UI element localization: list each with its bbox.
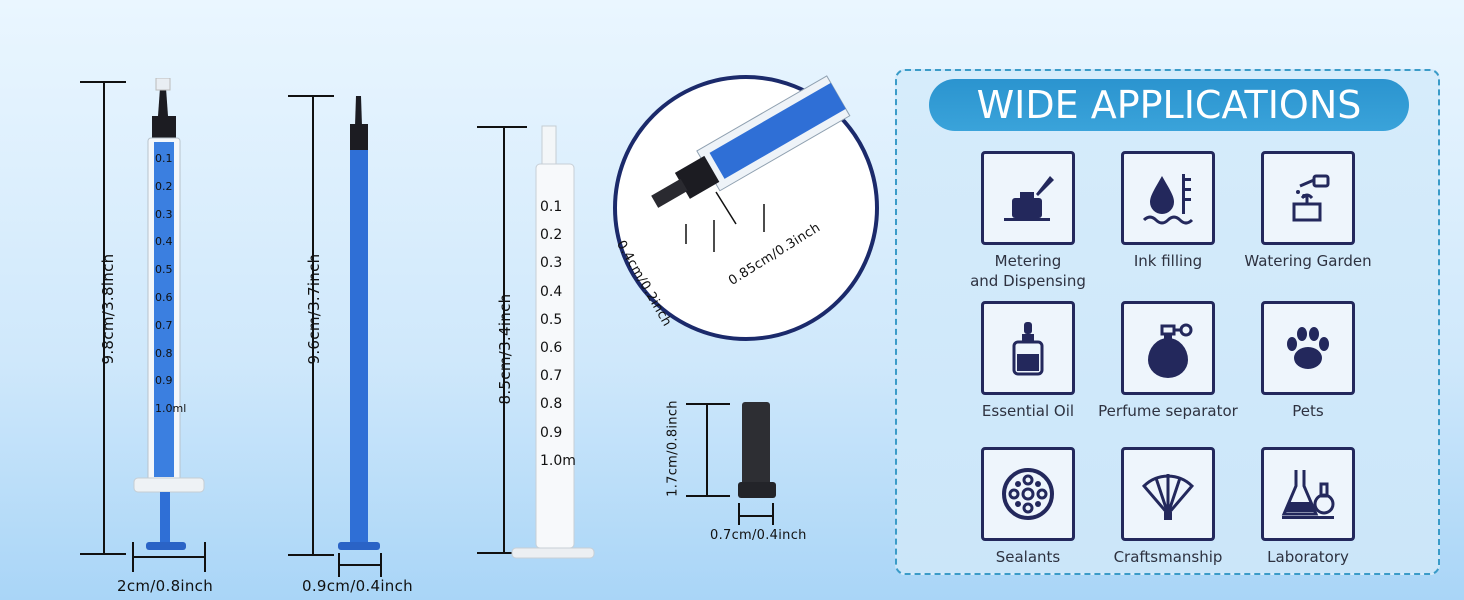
applications-panel: WIDE APPLICATIONS Metering and Dispensin… bbox=[895, 69, 1440, 575]
dimension-tick bbox=[80, 81, 126, 83]
syringe2-width-label: 0.9cm/0.4inch bbox=[302, 577, 413, 595]
ink-drop-icon bbox=[1121, 151, 1215, 245]
dimension-tick bbox=[772, 503, 774, 525]
syringe1-height-label: 9.8cm/3.8inch bbox=[99, 253, 117, 365]
syringe3-graphic bbox=[511, 125, 595, 559]
scale-mark: 0.2 bbox=[155, 179, 173, 193]
dimension-tick bbox=[477, 126, 527, 128]
dimension-tick bbox=[380, 553, 382, 577]
paw-icon bbox=[1261, 301, 1355, 395]
dimension-tick bbox=[686, 495, 730, 497]
tip-zoom-graphic bbox=[613, 75, 879, 341]
syringe3-scale: 0.1 0.2 0.3 0.4 0.5 0.6 0.7 0.8 0.9 1.0m bbox=[540, 193, 576, 475]
syringe1-scale: 0.1 0.2 0.3 0.4 0.5 0.6 0.7 0.8 0.9 1.0m… bbox=[155, 145, 186, 423]
dimension-tick bbox=[132, 542, 134, 572]
scale-mark: 0.6 bbox=[155, 290, 173, 304]
watering-can-icon bbox=[1261, 151, 1355, 245]
applications-title: WIDE APPLICATIONS bbox=[929, 79, 1409, 131]
dimension-line bbox=[103, 82, 105, 555]
ink-bottle-icon bbox=[981, 151, 1075, 245]
app-label: Essential Oil bbox=[981, 402, 1075, 420]
cap-graphic bbox=[738, 402, 776, 498]
dimension-line bbox=[338, 564, 382, 566]
app-laboratory: Laboratory bbox=[1233, 447, 1383, 587]
scale-mark: 0.7 bbox=[155, 318, 173, 332]
app-label: Laboratory bbox=[1267, 548, 1349, 566]
sealant-icon bbox=[981, 447, 1075, 541]
dimension-line bbox=[132, 556, 206, 558]
app-watering-garden: Watering Garden bbox=[1233, 151, 1383, 291]
app-label: Perfume separator bbox=[1098, 402, 1238, 420]
scale-mark: 0.1 bbox=[155, 152, 173, 165]
app-label: Pets bbox=[1292, 402, 1324, 420]
app-essential-oil: Essential Oil bbox=[953, 301, 1103, 441]
app-label: Sealants bbox=[995, 548, 1061, 566]
scale-mark: 0.6 bbox=[540, 340, 563, 357]
scale-mark: 0.8 bbox=[540, 396, 563, 413]
app-sealants: Sealants bbox=[953, 447, 1103, 587]
dimension-tick bbox=[338, 553, 340, 577]
app-pets: Pets bbox=[1233, 301, 1383, 441]
dimension-line bbox=[503, 127, 505, 554]
app-ink-filling: Ink filling bbox=[1093, 151, 1243, 291]
dimension-tick bbox=[288, 95, 334, 97]
dimension-tick bbox=[288, 554, 334, 556]
scale-mark: 0.5 bbox=[155, 263, 173, 277]
scale-mark: 0.4 bbox=[155, 235, 173, 249]
scale-mark: 0.2 bbox=[540, 227, 563, 244]
dimension-tick bbox=[686, 403, 730, 405]
scale-mark: 0.7 bbox=[540, 368, 563, 385]
app-label: Craftsmanship bbox=[1113, 548, 1223, 566]
scale-mark: 0.3 bbox=[155, 207, 173, 221]
app-label: Watering Garden bbox=[1244, 252, 1372, 270]
scale-mark: 0.1 bbox=[540, 199, 563, 215]
flask-icon bbox=[1261, 447, 1355, 541]
syringe2-graphic bbox=[338, 96, 380, 550]
scale-mark: 0.4 bbox=[540, 283, 563, 300]
syringe2-height-label: 9.6cm/3.7inch bbox=[305, 253, 323, 365]
app-craftsmanship: Craftsmanship bbox=[1093, 447, 1243, 587]
dimension-tick bbox=[738, 503, 740, 525]
scale-mark: 1.0m bbox=[540, 452, 576, 469]
scale-mark: 1.0ml bbox=[155, 402, 187, 416]
app-perfume-separator: Perfume separator bbox=[1093, 301, 1243, 441]
scale-mark: 0.8 bbox=[155, 346, 173, 360]
app-label: Ink filling bbox=[1133, 252, 1203, 270]
scale-mark: 0.9 bbox=[155, 374, 173, 388]
scale-mark: 0.5 bbox=[540, 311, 563, 328]
syringe1-width-label: 2cm/0.8inch bbox=[117, 577, 214, 595]
scale-mark: 0.9 bbox=[540, 424, 563, 441]
dimension-tick bbox=[80, 553, 126, 555]
fan-icon bbox=[1121, 447, 1215, 541]
scale-mark: 0.3 bbox=[540, 255, 563, 272]
dropper-bottle-icon bbox=[981, 301, 1075, 395]
syringe1-graphic bbox=[133, 78, 205, 550]
app-metering: Metering and Dispensing bbox=[953, 151, 1103, 291]
cap-height-label: 1.7cm/0.8inch bbox=[665, 400, 681, 497]
dimension-line bbox=[312, 96, 314, 556]
dimension-tick bbox=[204, 542, 206, 572]
perfume-icon bbox=[1121, 301, 1215, 395]
cap-width-label: 0.7cm/0.4inch bbox=[710, 528, 807, 543]
dimension-line bbox=[738, 515, 774, 517]
dimension-line bbox=[706, 404, 708, 496]
app-label: Metering and Dispensing bbox=[970, 252, 1086, 290]
dimension-tick bbox=[477, 552, 527, 554]
